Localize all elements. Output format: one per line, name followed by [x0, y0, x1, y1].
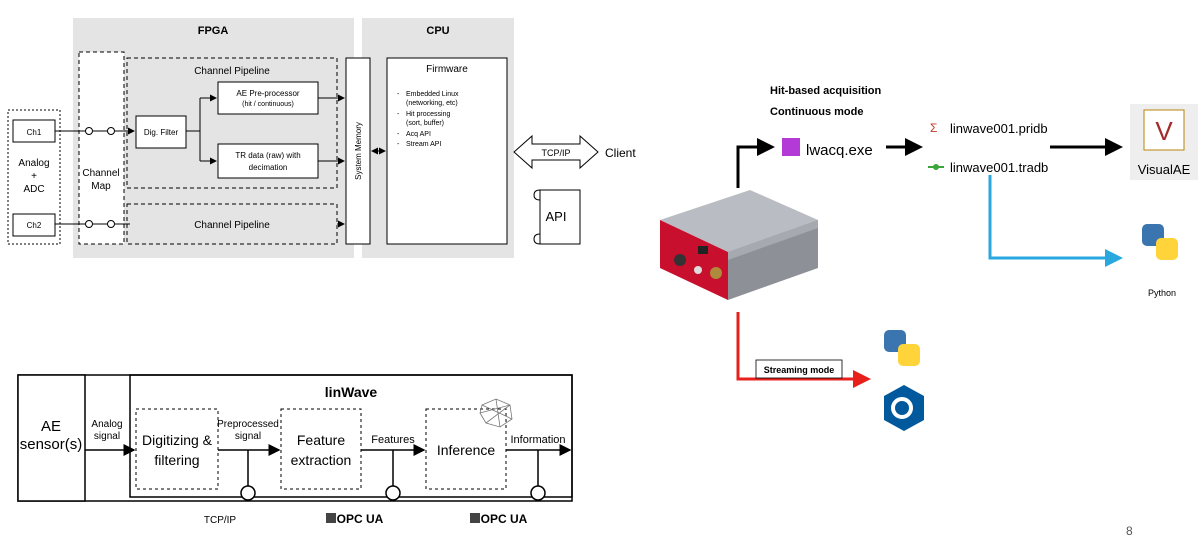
features-label: Features: [371, 434, 415, 446]
ae-sensor-label-1: AE: [41, 418, 61, 435]
hit-based-label: Hit-based acquisition: [770, 85, 882, 97]
linwave-pipeline-diagram: linWave AE sensor(s) Analog signal Digit…: [17, 374, 573, 526]
channel-map-box: [78, 51, 125, 245]
plus-label: +: [31, 171, 37, 182]
dig-filter-box: [135, 115, 187, 149]
python-logo-right: [1142, 224, 1178, 260]
tr-data-label-1: TR data (raw) with: [235, 151, 300, 160]
visualae-label: VisualAE: [1138, 162, 1191, 177]
lwacq-label: lwacq.exe: [806, 142, 873, 159]
sigma-icon: Σ: [930, 121, 937, 135]
firmware-item-4: (sort, buffer): [406, 120, 444, 127]
client-label: Client: [605, 146, 636, 160]
preprocessed-label-1: Preprocessed: [217, 419, 279, 430]
firmware-dash-2: -: [397, 111, 400, 118]
firmware-dash-3: -: [397, 131, 400, 138]
ae-sensor-box: [17, 374, 86, 502]
crystal-icon: [479, 398, 513, 428]
channel-map-label-1: Channel: [82, 168, 119, 179]
adc-label: ADC: [23, 184, 44, 195]
firmware-item-3: Hit processing: [406, 111, 450, 118]
analog-signal-label-2: signal: [94, 431, 120, 442]
ae-preprocessor-box: [217, 81, 319, 115]
api-label: API: [546, 209, 567, 224]
ch2-label: Ch2: [27, 221, 42, 230]
lwacq-icon: [782, 138, 800, 156]
feature-extraction-label-2: extraction: [291, 452, 352, 468]
tr-data-label-2: decimation: [249, 163, 288, 172]
firmware-dash-1: -: [397, 91, 400, 98]
python-logo-streaming: [884, 330, 920, 366]
system-memory-box: [345, 57, 371, 245]
streaming-mode-box: [755, 359, 843, 379]
dig-filter-label: Dig. Filter: [144, 128, 179, 137]
feature-extraction-box: [280, 408, 362, 490]
inference-label: Inference: [437, 442, 496, 458]
digitizing-label-1: Digitizing &: [142, 432, 213, 448]
fpga-architecture-diagram: FPGA CPU Ch1 Ch2 Analog + ADC Channel Ma…: [7, 18, 636, 258]
firmware-title: Firmware: [426, 64, 468, 75]
fpga-title: FPGA: [198, 25, 229, 37]
preprocessed-label-2: signal: [235, 431, 261, 442]
svg-text:V: V: [1155, 116, 1173, 146]
cpu-title: CPU: [426, 25, 449, 37]
inference-box: [425, 408, 507, 490]
streaming-mode-label: Streaming mode: [764, 365, 835, 375]
channel-pipeline-top-label: Channel Pipeline: [194, 66, 270, 77]
linwave-title: linWave: [325, 384, 378, 400]
firmware-dash-4: -: [397, 141, 400, 148]
firmware-box: [386, 57, 508, 245]
channel-pipeline-bottom-label: Channel Pipeline: [194, 220, 270, 231]
opc-ua-label-2: OPC UA: [481, 512, 528, 526]
digitizing-label-2: filtering: [154, 452, 199, 468]
ae-preprocessor-label-1: AE Pre-processor: [236, 89, 299, 98]
ae-sensor-label-2: sensor(s): [20, 436, 83, 453]
ch1-label: Ch1: [27, 128, 42, 137]
tcpip-label: TCP/IP: [541, 148, 570, 158]
digitizing-box: [135, 408, 219, 490]
tr-data-box: [217, 143, 319, 179]
opc-ua-label-1: OPC UA: [337, 512, 384, 526]
opc-ua-logo-2: [470, 513, 480, 523]
tcpip-label-bottom: TCP/IP: [204, 515, 237, 526]
firmware-item-6: Stream API: [406, 141, 441, 148]
analog-signal-label-1: Analog: [91, 419, 122, 430]
linwave-box: [129, 374, 573, 498]
api-scroll: [539, 189, 581, 245]
pridb-label: linwave001.pridb: [950, 121, 1048, 136]
acquisition-workflow: Σ V Hit-based acquisition Continuous mod…: [660, 85, 1198, 431]
analog-label: Analog: [18, 158, 49, 169]
firmware-item-2: (networking, etc): [406, 100, 458, 107]
information-label: Information: [510, 434, 565, 446]
channel-pipeline-top: [126, 57, 338, 189]
tcpip-arrow: [513, 134, 599, 170]
python-label: Python: [1148, 288, 1176, 298]
continuous-mode-label: Continuous mode: [770, 106, 864, 118]
system-memory-label: System Memory: [354, 122, 363, 180]
cpp-logo: [884, 385, 924, 431]
firmware-item-5: Acq API: [406, 131, 431, 138]
firmware-item-1: Embedded Linux: [406, 91, 459, 98]
ae-preprocessor-label-2: (hit / continuous): [242, 101, 294, 108]
channel-map-label-2: Map: [91, 181, 111, 192]
ch2-box: [12, 213, 56, 237]
opc-ua-logo-1: [326, 513, 336, 523]
linwave-device-image: [660, 190, 818, 300]
visualae-logo: V: [1130, 104, 1198, 180]
tradb-label: linwave001.tradb: [950, 160, 1048, 175]
page-number: 8: [1126, 524, 1133, 538]
feature-extraction-label-1: Feature: [297, 432, 345, 448]
